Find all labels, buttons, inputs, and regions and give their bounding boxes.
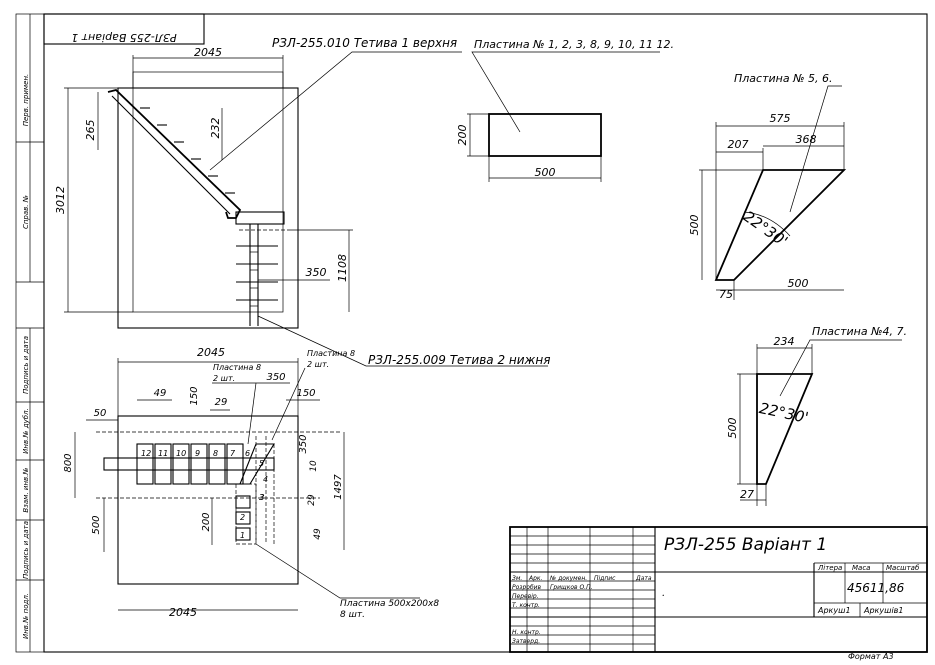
dim-plan-800: 800 (63, 453, 74, 472)
note-plate8-b-line1: Пластина 8 (307, 349, 355, 358)
plate-num-1: 1 (240, 531, 245, 540)
plate-num-3: 3 (259, 493, 264, 502)
tb-row-doc: № докумен. (549, 575, 587, 582)
plate-num-9: 9 (195, 449, 200, 458)
plate-47-label: Пластина №4, 7. (812, 325, 907, 338)
tb-developer: Грищков О.П. (550, 584, 593, 591)
plate-56-500h: 500 (688, 215, 701, 236)
dim-plan-29a: 29 (215, 397, 228, 408)
side-label-6: Подпись и дата (22, 521, 30, 579)
tb-row-date: Дата (635, 575, 652, 582)
top-stamp (43, 13, 205, 45)
plate-56-500w: 500 (788, 277, 809, 290)
plate-rect-height: 200 (456, 125, 469, 146)
title-mass-label: Маса (852, 564, 870, 572)
dim-plan-29b: 29 (307, 494, 317, 506)
note-plate-500-line1: Пластина 500х200х8 (340, 599, 439, 609)
frame-border (43, 13, 928, 653)
dim-plan-200: 200 (201, 512, 212, 531)
dim-side-width: 2045 (194, 46, 222, 59)
label-top-stringer: РЗЛ-255.010 Тетива 1 верхня (272, 36, 457, 50)
tb-role-check: Перевір. (512, 593, 539, 600)
plate-47-27: 27 (740, 488, 754, 501)
note-plate8-a-line1: Пластина 8 (213, 363, 261, 372)
plate-num-12: 12 (141, 449, 151, 458)
plate-rect-label: Пластина № 1, 2, 3, 8, 9, 10, 11 12. (474, 38, 674, 51)
note-plate8-a: 2 шт. (213, 374, 235, 383)
note-plate-500: 8 шт. (340, 610, 365, 620)
title-designation: РЗЛ-255 Варіант 1 (664, 535, 827, 555)
title-block: РЗЛ-255 Варіант 1 Літера Маса Масштаб 45… (509, 526, 928, 653)
title-litera: Літера (817, 564, 842, 572)
format-label: Формат А3 (848, 652, 894, 661)
dim-plan-150b: 150 (296, 388, 315, 399)
side-label-5: Взам. инв.№ (22, 467, 30, 512)
dim-side-offset: 265 (84, 120, 97, 141)
dim-plan-49: 49 (154, 388, 167, 399)
plate-47-view: Пластина №4, 7. 234 500 27 22°30' (726, 325, 907, 506)
title-mass-value: 45611,86 (847, 581, 905, 595)
plate-56-angle: 22°30' (740, 207, 791, 250)
dim-plan-width-top: 2045 (197, 346, 225, 359)
dim-plan-1497: 1497 (333, 474, 344, 500)
plate-num-7: 7 (230, 449, 236, 458)
plate-56-75: 75 (719, 288, 733, 301)
plate-56-368: 368 (796, 133, 817, 146)
title-dot: . (662, 588, 665, 599)
plate-56-view: Пластина № 5, 6. 575 207 368 500 500 75 … (688, 72, 847, 301)
title-sheets: Аркушів1 (863, 606, 903, 615)
dim-plan-350b: 350 (298, 434, 309, 453)
dim-plan-500: 500 (91, 515, 102, 534)
plate-num-6: 6 (245, 449, 250, 458)
side-label-2: Справ. № (22, 195, 30, 229)
plate-num-4: 4 (263, 475, 268, 484)
plate-47-angle: 22°30' (758, 399, 810, 427)
plate-56-label: Пластина № 5, 6. (734, 72, 833, 85)
dim-plan-3: 3 (259, 493, 264, 502)
tb-role-approve: Затверд. (512, 638, 540, 645)
side-label-1: Перв. примен. (22, 74, 30, 127)
side-label-7: Инв.№ подл. (22, 593, 30, 639)
dim-side-lower: 1108 (336, 254, 349, 282)
plate-47-234: 234 (774, 335, 795, 348)
side-label-3: Подпись и дата (22, 336, 30, 394)
title-sheet: Аркуш1 (817, 606, 851, 615)
dim-side-height: 3012 (54, 186, 67, 214)
plate-num-2: 2 (240, 513, 245, 522)
plate-47-500: 500 (726, 418, 739, 439)
dim-side-gap: 350 (306, 266, 327, 279)
side-label-4: Инв.№ дубл. (22, 408, 30, 454)
dim-plan-49b: 49 (313, 528, 323, 540)
plan-view: 12 11 10 9 8 7 6 5 4 3 2 1 2045 2045 49 … (63, 346, 439, 620)
dim-plan-150a: 150 (189, 386, 200, 405)
dim-plan-50: 50 (94, 408, 107, 419)
dim-plan-width-bottom: 2045 (169, 606, 197, 619)
tb-role-tcontrol: Т. контр. (512, 602, 540, 609)
title-scale-label: Масштаб (886, 564, 920, 572)
label-bottom-stringer: РЗЛ-255.009 Тетива 2 нижня (368, 353, 550, 367)
side-view: 2045 3012 265 232 1108 350 РЗЛ-255.010 Т… (54, 36, 550, 367)
tb-role-ncontrol: Н. контр. (512, 629, 541, 636)
tb-role-dev: Розробив (512, 584, 542, 591)
dim-plan-10: 10 (309, 460, 319, 472)
plate-num-5: 5 (259, 459, 264, 468)
tb-row-ark: Арк. (528, 575, 543, 582)
plate-56-207: 207 (728, 138, 749, 151)
plate-56-575: 575 (770, 112, 791, 125)
dim-side-step: 232 (209, 118, 222, 139)
plate-rect-width: 500 (535, 166, 556, 179)
note-plate8-b: 2 шт. (307, 360, 329, 369)
tb-row-zm: Зм. (512, 575, 522, 582)
tb-row-sign: Підпис (594, 575, 616, 582)
dim-plan-350a: 350 (266, 372, 285, 383)
plate-rect-view: Пластина № 1, 2, 3, 8, 9, 10, 11 12. 500… (456, 38, 674, 182)
plate-num-11: 11 (158, 449, 168, 458)
plate-num-8: 8 (213, 449, 218, 458)
top-stamp-text: РЗЛ-255 Варіант 1 (71, 31, 177, 44)
plate-num-10: 10 (176, 449, 186, 458)
